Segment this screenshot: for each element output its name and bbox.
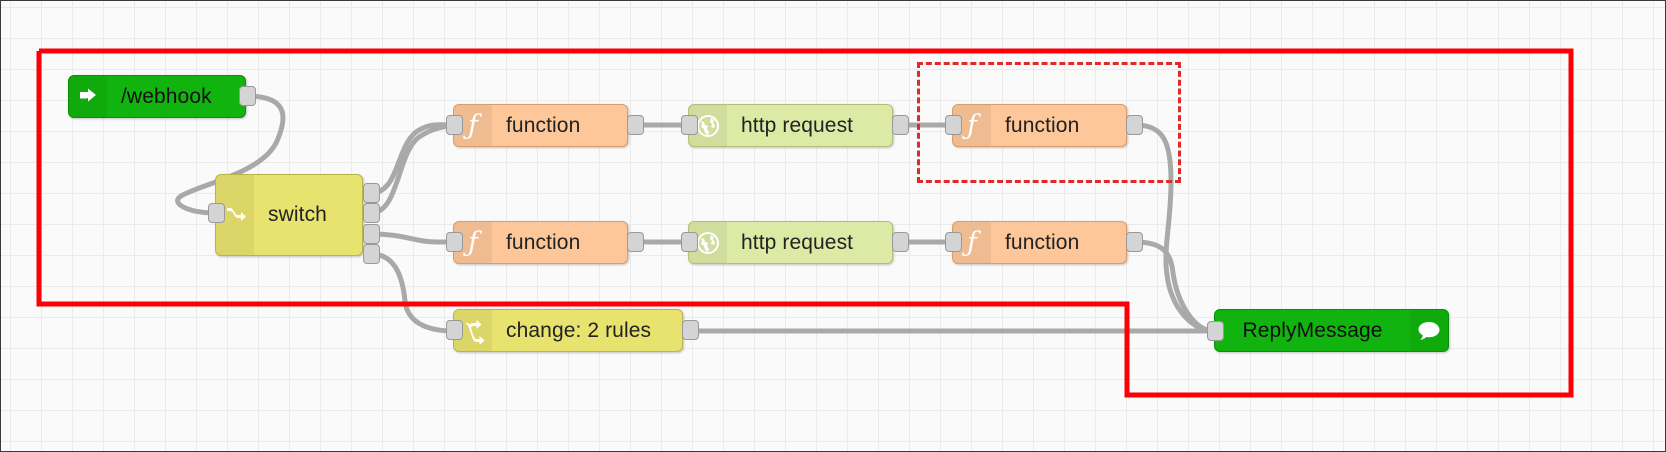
- port-in-switch[interactable]: [208, 203, 225, 223]
- node-function-3[interactable]: ƒ function: [453, 221, 628, 264]
- port-out-function-3[interactable]: [627, 232, 644, 252]
- node-label-change: change: 2 rules: [506, 318, 652, 342]
- node-label-function-4: function: [1005, 230, 1080, 254]
- port-out-function-4[interactable]: [1126, 232, 1143, 252]
- arrow-right-icon: [69, 76, 107, 117]
- port-in-reply-message[interactable]: [1207, 321, 1224, 341]
- port-out-switch-2[interactable]: [363, 224, 380, 244]
- wire-switch.out1-to-function-1[interactable]: [368, 122, 456, 216]
- node-label-function-3: function: [506, 230, 581, 254]
- svg-text:ƒ: ƒ: [962, 230, 981, 256]
- node-change[interactable]: change: 2 rules: [453, 309, 683, 352]
- node-reply-message[interactable]: ReplyMessage: [1214, 309, 1449, 352]
- node-function-4[interactable]: ƒ function: [952, 221, 1127, 264]
- svg-text:ƒ: ƒ: [463, 113, 482, 139]
- node-label-http-request-2: http request: [741, 230, 854, 254]
- port-out-switch-1[interactable]: [363, 203, 380, 223]
- node-label-http-request-1: http request: [741, 113, 854, 137]
- node-label-switch: switch: [268, 203, 327, 226]
- port-out-webhook[interactable]: [239, 86, 256, 106]
- node-http-request-1[interactable]: http request: [688, 104, 893, 147]
- port-out-switch-3[interactable]: [363, 244, 380, 264]
- port-out-http-request-1[interactable]: [892, 115, 909, 135]
- node-webhook[interactable]: /webhook: [68, 75, 246, 118]
- speech-bubble-icon: [1410, 310, 1448, 351]
- port-out-switch-0[interactable]: [363, 183, 380, 203]
- wire-switch.out0-to-function-1[interactable]: [368, 122, 456, 196]
- port-in-http-request-2[interactable]: [681, 232, 698, 252]
- wire-function-4-to-reply-message[interactable]: [1132, 239, 1217, 334]
- node-label-function-1: function: [506, 113, 581, 137]
- node-label-reply-message: ReplyMessage: [1242, 318, 1383, 342]
- wire-switch.out3-to-change[interactable]: [368, 251, 456, 334]
- port-in-function-3[interactable]: [446, 232, 463, 252]
- node-switch[interactable]: switch: [215, 174, 363, 256]
- port-in-function-1[interactable]: [446, 115, 463, 135]
- node-http-request-2[interactable]: http request: [688, 221, 893, 264]
- port-out-function-1[interactable]: [627, 115, 644, 135]
- wire-switch.out2-to-function-3[interactable]: [368, 231, 456, 245]
- port-in-function-4[interactable]: [945, 232, 962, 252]
- node-label-webhook: /webhook: [121, 84, 212, 108]
- node-function-1[interactable]: ƒ function: [453, 104, 628, 147]
- selection-box: [917, 62, 1181, 183]
- port-out-http-request-2[interactable]: [892, 232, 909, 252]
- port-out-change[interactable]: [682, 320, 699, 340]
- svg-text:ƒ: ƒ: [463, 230, 482, 256]
- port-in-change[interactable]: [446, 320, 463, 340]
- port-in-http-request-1[interactable]: [681, 115, 698, 135]
